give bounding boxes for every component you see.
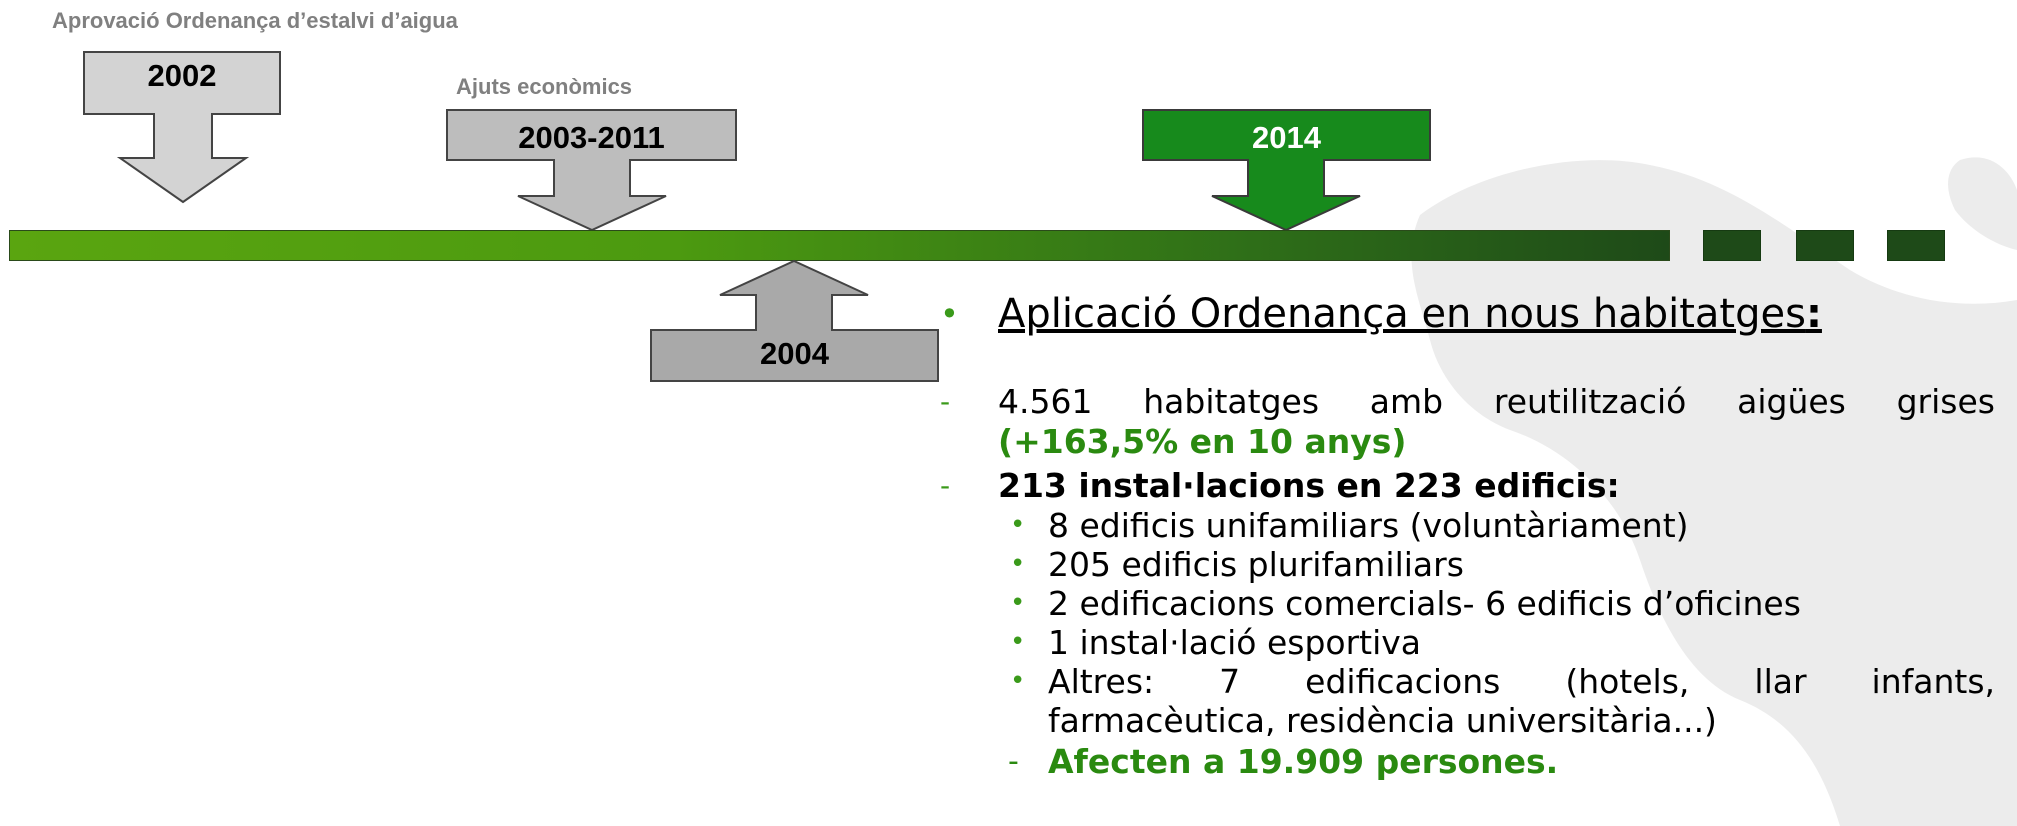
bullet-dot-icon: •: [1010, 588, 1026, 618]
bullet-dot-icon: •: [940, 295, 959, 333]
sub-item-text: 2 edificacions comercials- 6 edificis d’…: [1048, 584, 1801, 623]
sub-item: • 2 edificacions comercials- 6 edificis …: [930, 584, 1995, 623]
sub-item-text: 205 edificis plurifamiliars: [1048, 545, 1464, 584]
item-greywater-growth: (+163,5% en 10 anys): [998, 422, 1407, 461]
sub-item-text: 8 edificis unifamiliars (voluntàriament): [1048, 506, 1689, 545]
milestone-year-2004: 2004: [760, 336, 829, 371]
milestone-year-2014: 2014: [1252, 120, 1321, 155]
bullet-dot-icon: •: [1010, 666, 1026, 696]
item-affected-people: - Afecten a 19.909 persones.: [930, 742, 1995, 782]
milestone-year-2002: 2002: [147, 58, 217, 93]
heading-colon: :: [1805, 291, 1822, 337]
item-greywater-homes: - 4.561 habitatges amb reutilització aig…: [930, 382, 1995, 462]
sub-item-text: 1 instal·lació esportiva: [1048, 623, 1422, 662]
sub-item-text-continued: farmacèutica, residència universitària..…: [1048, 701, 1717, 740]
bullet-dot-icon: •: [1010, 627, 1026, 657]
timeline-dash-2: [1796, 230, 1854, 261]
timeline-bar: [9, 230, 1670, 261]
sub-item-text: Altres: 7 edificacions (hotels, llar inf…: [1048, 662, 1995, 701]
content-panel: • Aplicació Ordenança en nous habitatges…: [930, 288, 1995, 782]
sub-item: • 1 instal·lació esportiva: [930, 623, 1995, 662]
item-installations-text: 213 instal·lacions en 223 edificis:: [998, 466, 1620, 505]
item-affected-people-text: Afecten a 19.909 persones.: [1048, 742, 1559, 781]
sub-item: • 8 edificis unifamiliars (voluntàriamen…: [930, 506, 1995, 545]
sub-item: • Altres: 7 edificacions (hotels, llar i…: [930, 662, 1995, 740]
section-heading: Aplicació Ordenança en nous habitatges: [998, 291, 1806, 337]
label-economic-aid: Ajuts econòmics: [456, 74, 633, 99]
timeline-dash-1: [1703, 230, 1761, 261]
label-ordinance-approval: Aprovació Ordenança d’estalvi d’aigua: [52, 8, 458, 33]
dash-marker: -: [1008, 744, 1019, 779]
heading-row: • Aplicació Ordenança en nous habitatges…: [930, 288, 1995, 340]
bullet-dot-icon: •: [1010, 510, 1026, 540]
milestone-year-2003-2011: 2003-2011: [518, 120, 665, 155]
bullet-dot-icon: •: [1010, 549, 1026, 579]
item-greywater-text: 4.561 habitatges amb reutilització aigüe…: [998, 382, 1995, 421]
dash-marker: -: [940, 385, 951, 418]
timeline-dash-3: [1887, 230, 1945, 261]
sub-item: • 205 edificis plurifamiliars: [930, 545, 1995, 584]
dash-marker: -: [940, 469, 951, 502]
item-installations: - 213 instal·lacions en 223 edificis:: [930, 466, 1995, 506]
